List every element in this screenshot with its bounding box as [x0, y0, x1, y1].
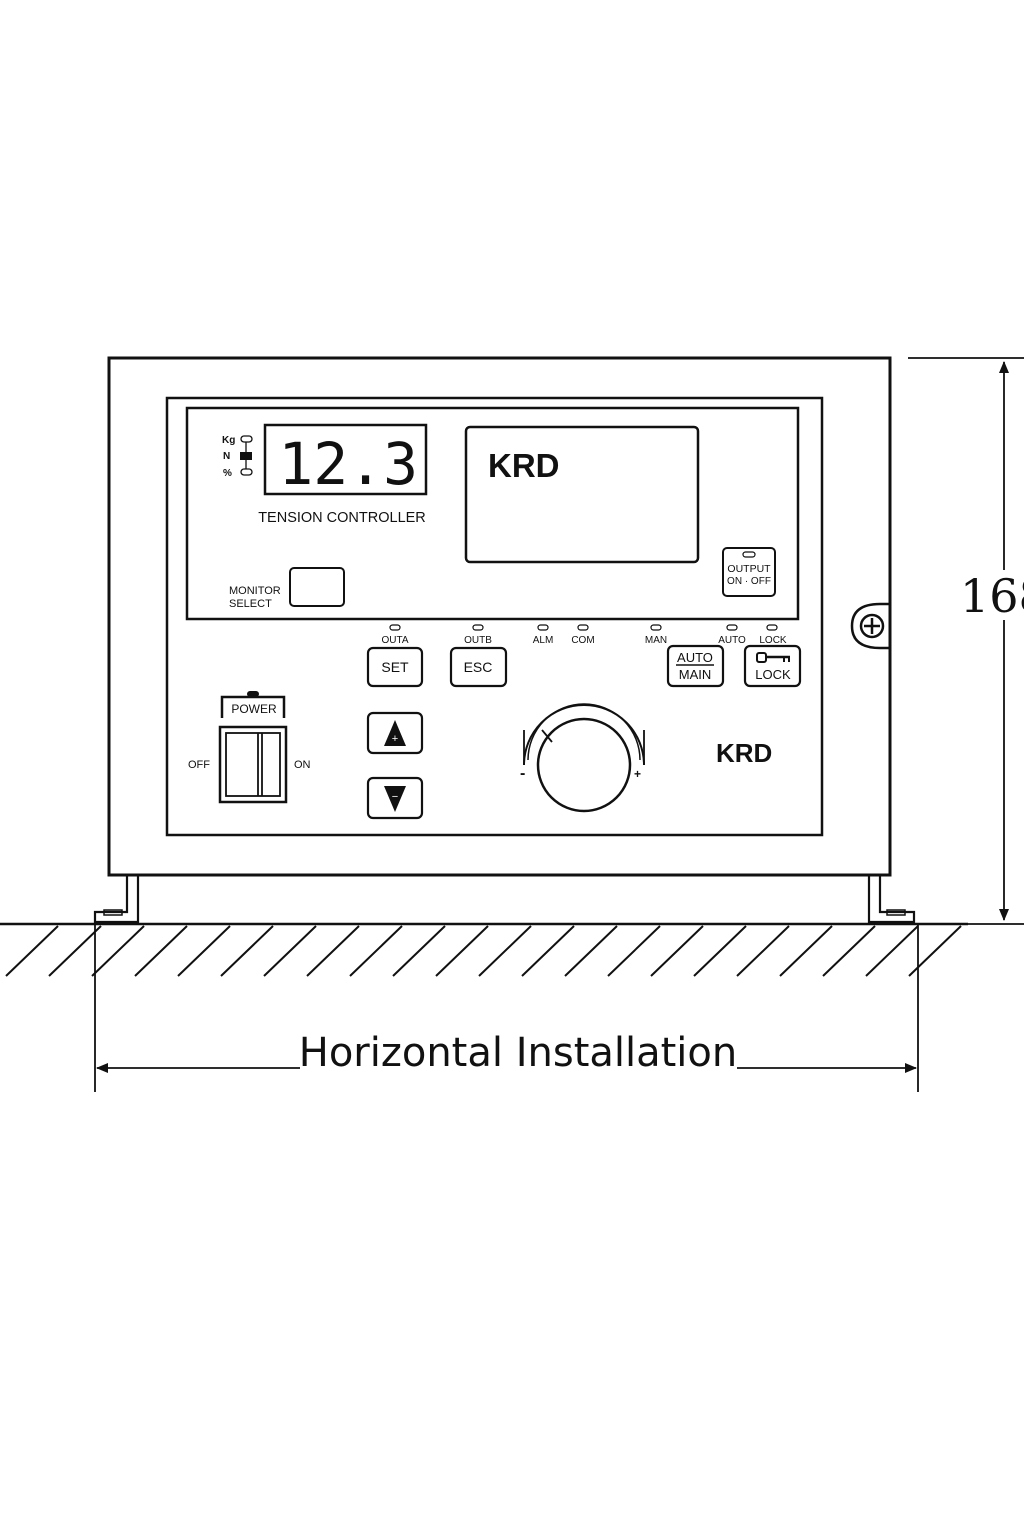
power-on-label: ON [294, 759, 311, 771]
power-off-label: OFF [188, 759, 210, 771]
hatch-line [48, 925, 102, 977]
key-icon [756, 652, 790, 663]
hatch-line [263, 925, 317, 977]
power-label: POWER [231, 702, 277, 716]
svg-text:OUTPUT: OUTPUT [727, 563, 771, 575]
brand-logo-panel: KRD [716, 738, 772, 768]
hatch-line [134, 925, 188, 977]
power-switch[interactable] [218, 725, 288, 804]
hatch-line [435, 925, 489, 977]
hatch-line [392, 925, 446, 977]
monitor-select-button[interactable] [289, 567, 345, 607]
display-value: 12.3 [278, 430, 418, 498]
led-label-man: MAN [645, 635, 667, 646]
set-button[interactable] [366, 646, 424, 688]
hatch-line [693, 925, 747, 977]
hatch-line [908, 925, 962, 977]
led-label-lock: LOCK [759, 635, 787, 646]
unit-indicator: Kg N % [222, 435, 253, 479]
hatch-line [650, 925, 704, 977]
controller-housing [107, 356, 892, 877]
svg-text:ON · OFF: ON · OFF [727, 576, 771, 587]
knob-minus-label: - [520, 765, 525, 782]
hatch-line [177, 925, 231, 977]
brand-logo-screen: KRD [488, 447, 560, 484]
hatch-line [91, 925, 145, 977]
indicator-leds [389, 624, 778, 631]
hatch-line [478, 925, 532, 977]
led-label-outb: OUTB [464, 635, 492, 646]
numeric-display [263, 423, 428, 496]
up-button-symbol: + [392, 733, 398, 745]
hatch-line [736, 925, 790, 977]
led-label-outa: OUTA [381, 635, 408, 646]
power-switch-bracket [220, 691, 286, 718]
led-label-auto: AUTO [718, 635, 746, 646]
lcd-screen [464, 425, 700, 564]
down-button-symbol: − [392, 791, 398, 803]
hatch-line [521, 925, 575, 977]
monitor-select-label: MONITOR [229, 585, 281, 597]
width-caption: Horizontal Installation [299, 1030, 738, 1076]
hatch-line [865, 925, 919, 977]
led-label-alm: ALM [533, 635, 554, 646]
up-button[interactable] [366, 711, 424, 755]
hatch-line [607, 925, 661, 977]
adjust-knob[interactable] [523, 703, 645, 813]
hatch-line [349, 925, 403, 977]
svg-text:Kg: Kg [222, 435, 235, 446]
monitor-select-label-2: SELECT [229, 598, 272, 610]
svg-text:N: N [223, 451, 230, 462]
down-button[interactable] [366, 776, 424, 820]
auto-main-label-bottom: MAIN [679, 667, 712, 682]
display-window [185, 406, 800, 621]
hatch-line [779, 925, 833, 977]
esc-button-label: ESC [464, 659, 493, 675]
lock-button[interactable] [743, 644, 802, 688]
knob-plus-label: + [634, 767, 641, 781]
auto-main-label-top: AUTO [677, 650, 713, 665]
height-dimension-value: 168 [960, 569, 1024, 623]
hatch-line [220, 925, 274, 977]
up-arrow-icon [384, 720, 406, 746]
model-text: TENSION CONTROLLER [258, 510, 426, 526]
hatch-line [5, 925, 59, 977]
mounting-foot-right [867, 875, 916, 924]
svg-text:%: % [223, 468, 232, 479]
side-screw-icon [850, 602, 890, 650]
hatch-line [822, 925, 876, 977]
lock-button-label: LOCK [755, 667, 791, 682]
hatch-line [306, 925, 360, 977]
led-label-com: COM [571, 635, 594, 646]
ground-hatching [5, 925, 962, 977]
front-panel [165, 396, 824, 837]
set-button-label: SET [381, 659, 409, 675]
output-onoff-button[interactable]: OUTPUT ON · OFF [722, 547, 776, 597]
auto-main-button[interactable] [666, 644, 725, 688]
mounting-foot-left [93, 875, 140, 924]
esc-button[interactable] [449, 646, 508, 688]
down-arrow-icon [384, 786, 406, 812]
hatch-line [564, 925, 618, 977]
